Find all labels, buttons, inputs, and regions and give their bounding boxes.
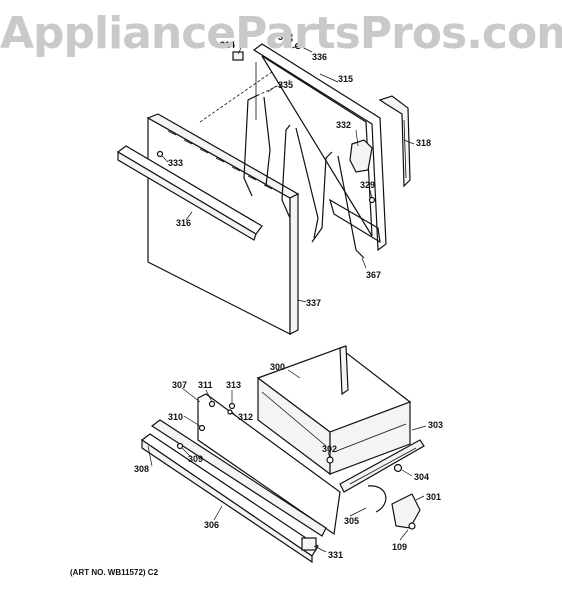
callout-337: 337 bbox=[306, 298, 321, 308]
drawer-front bbox=[140, 393, 341, 564]
screw-309 bbox=[176, 442, 184, 450]
callout-329: 329 bbox=[360, 180, 375, 190]
callout-313: 313 bbox=[226, 380, 241, 390]
callout-308: 308 bbox=[134, 464, 149, 474]
callout-307: 307 bbox=[172, 380, 187, 390]
screw-311 bbox=[208, 400, 216, 408]
art-number: (ART NO. WB11572) C2 bbox=[70, 568, 159, 577]
door-handle bbox=[116, 145, 263, 241]
screw-312b bbox=[227, 409, 233, 415]
screw-333 bbox=[156, 150, 164, 158]
callout-335: 335 bbox=[278, 80, 293, 90]
screw-312 bbox=[287, 37, 293, 43]
screw-329 bbox=[368, 196, 376, 204]
callout-303: 303 bbox=[428, 420, 443, 430]
washer-304 bbox=[393, 463, 403, 473]
callout-labels: 314 312 336 315 335 318 332 333 329 316 … bbox=[134, 32, 443, 560]
callout-312b: 312 bbox=[238, 412, 253, 422]
callout-300: 300 bbox=[270, 362, 285, 372]
callout-332: 332 bbox=[336, 120, 351, 130]
screw-313 bbox=[228, 402, 236, 410]
callout-305: 305 bbox=[344, 516, 359, 526]
bracket-301 bbox=[391, 493, 421, 529]
leader-lines bbox=[147, 45, 427, 553]
callout-302: 302 bbox=[322, 444, 337, 454]
callout-301: 301 bbox=[426, 492, 441, 502]
callout-333: 333 bbox=[168, 158, 183, 168]
clip-331 bbox=[301, 537, 317, 551]
callout-312: 312 bbox=[278, 32, 293, 42]
callout-309: 309 bbox=[188, 454, 203, 464]
callout-306: 306 bbox=[204, 520, 219, 530]
clip-314 bbox=[232, 51, 244, 61]
callout-316: 316 bbox=[176, 218, 191, 228]
latch-bracket bbox=[349, 139, 373, 173]
screw-109 bbox=[408, 522, 416, 530]
spring-305 bbox=[367, 485, 387, 513]
callout-318: 318 bbox=[416, 138, 431, 148]
callout-310: 310 bbox=[168, 412, 183, 422]
callout-336: 336 bbox=[312, 52, 327, 62]
callout-109: 109 bbox=[392, 542, 407, 552]
callout-304: 304 bbox=[414, 472, 429, 482]
callout-367: 367 bbox=[366, 270, 381, 280]
door-panel bbox=[146, 113, 300, 335]
callout-315: 315 bbox=[338, 74, 353, 84]
drawer-rail bbox=[339, 439, 425, 493]
callout-331: 331 bbox=[328, 550, 343, 560]
callout-311: 311 bbox=[198, 380, 213, 390]
callout-314: 314 bbox=[220, 40, 235, 50]
inner-door-frame bbox=[199, 43, 387, 252]
door-gasket bbox=[378, 95, 411, 188]
screw-310 bbox=[198, 424, 206, 432]
